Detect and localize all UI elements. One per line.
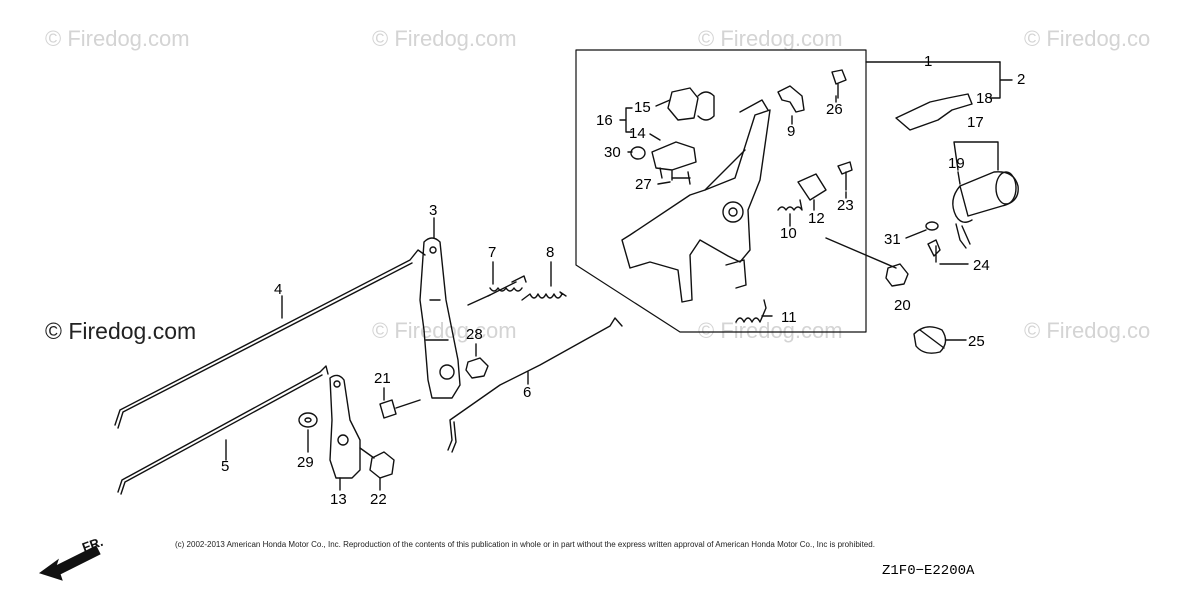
callout-6: 6 — [523, 384, 532, 401]
callout-29: 29 — [297, 454, 314, 471]
rod-4 — [114, 249, 426, 426]
callout-26: 26 — [826, 101, 843, 118]
callout-7: 7 — [488, 244, 497, 261]
rod-6 — [447, 317, 623, 451]
callout-31: 31 — [884, 231, 901, 248]
callout-19: 19 — [948, 155, 965, 172]
callout-13: 13 — [330, 491, 347, 508]
callout-18: 18 — [976, 90, 993, 107]
callout-16: 16 — [596, 112, 613, 129]
watermark: © Firedog.com — [372, 318, 517, 343]
bracket-17 — [953, 141, 999, 171]
screw-23 — [837, 161, 853, 191]
callout-30: 30 — [604, 144, 621, 161]
assembly-outline — [575, 49, 867, 333]
lever-13 — [329, 374, 361, 479]
watermark: © Firedog.com — [372, 26, 517, 51]
spring-10 — [777, 199, 803, 211]
watermark: © Firedog.com — [698, 318, 843, 343]
watermark: © Firedog.co — [1024, 318, 1151, 343]
bracket-16 — [619, 107, 633, 133]
bolt-21 — [379, 399, 421, 419]
leader-14 — [649, 133, 661, 141]
leader-15 — [655, 99, 671, 107]
callout-25: 25 — [968, 333, 985, 350]
callout-28: 28 — [466, 326, 483, 343]
callout-17: 17 — [967, 114, 984, 131]
screw-24 — [927, 239, 941, 263]
callout-12: 12 — [808, 210, 825, 227]
callout-3: 3 — [429, 202, 438, 219]
callout-5: 5 — [221, 458, 230, 475]
watermark: © Firedog.com — [45, 318, 197, 344]
screw-27 — [671, 171, 691, 185]
callout-14: 14 — [629, 125, 646, 142]
watermark: © Firedog.com — [45, 26, 190, 51]
callout-4: 4 — [274, 281, 283, 298]
callout-1: 1 — [924, 53, 933, 70]
bolt-26 — [831, 69, 847, 99]
washer-30 — [630, 146, 646, 160]
spring-7 — [467, 275, 527, 306]
spring-8 — [521, 291, 567, 301]
bolt-22 — [359, 447, 395, 479]
bolt-20 — [885, 263, 909, 287]
callout-21: 21 — [374, 370, 391, 387]
callout-22: 22 — [370, 491, 387, 508]
copyright-notice: (c) 2002-2013 American Honda Motor Co., … — [175, 540, 875, 549]
plate-18 — [895, 93, 973, 131]
lever-3 — [419, 237, 461, 399]
washer-29 — [298, 412, 318, 428]
bracket-9 — [777, 85, 805, 113]
leader-19 — [957, 171, 961, 185]
leader-20 — [825, 237, 897, 269]
callout-24: 24 — [973, 257, 990, 274]
callout-10: 10 — [780, 225, 797, 242]
callout-9: 9 — [787, 123, 796, 140]
switch-14 — [651, 141, 697, 181]
collar-12 — [797, 173, 827, 201]
callout-11: 11 — [781, 309, 797, 326]
callout-20: 20 — [894, 297, 911, 314]
part-15 — [667, 87, 699, 121]
rod-5 — [117, 365, 329, 493]
callout-15: 15 — [634, 99, 651, 116]
diagram-code: Z1F0−E2200A — [882, 563, 975, 579]
callout-27: 27 — [635, 176, 652, 193]
clip-25 — [913, 326, 947, 354]
leader-31 — [905, 229, 927, 239]
watermark: © Firedog.co — [1024, 26, 1151, 51]
spring-11 — [735, 299, 767, 323]
callout-2: 2 — [1017, 71, 1026, 88]
watermark: © Firedog.com — [698, 26, 843, 51]
washer-31 — [925, 221, 939, 231]
nut-28 — [465, 357, 489, 379]
knob-17 — [959, 171, 1019, 217]
front-arrow-icon — [38, 545, 101, 581]
leader-27 — [657, 181, 671, 185]
leader-2 — [989, 61, 1013, 99]
main-bracket — [621, 109, 771, 303]
callout-8: 8 — [546, 244, 555, 261]
callout-23: 23 — [837, 197, 854, 214]
